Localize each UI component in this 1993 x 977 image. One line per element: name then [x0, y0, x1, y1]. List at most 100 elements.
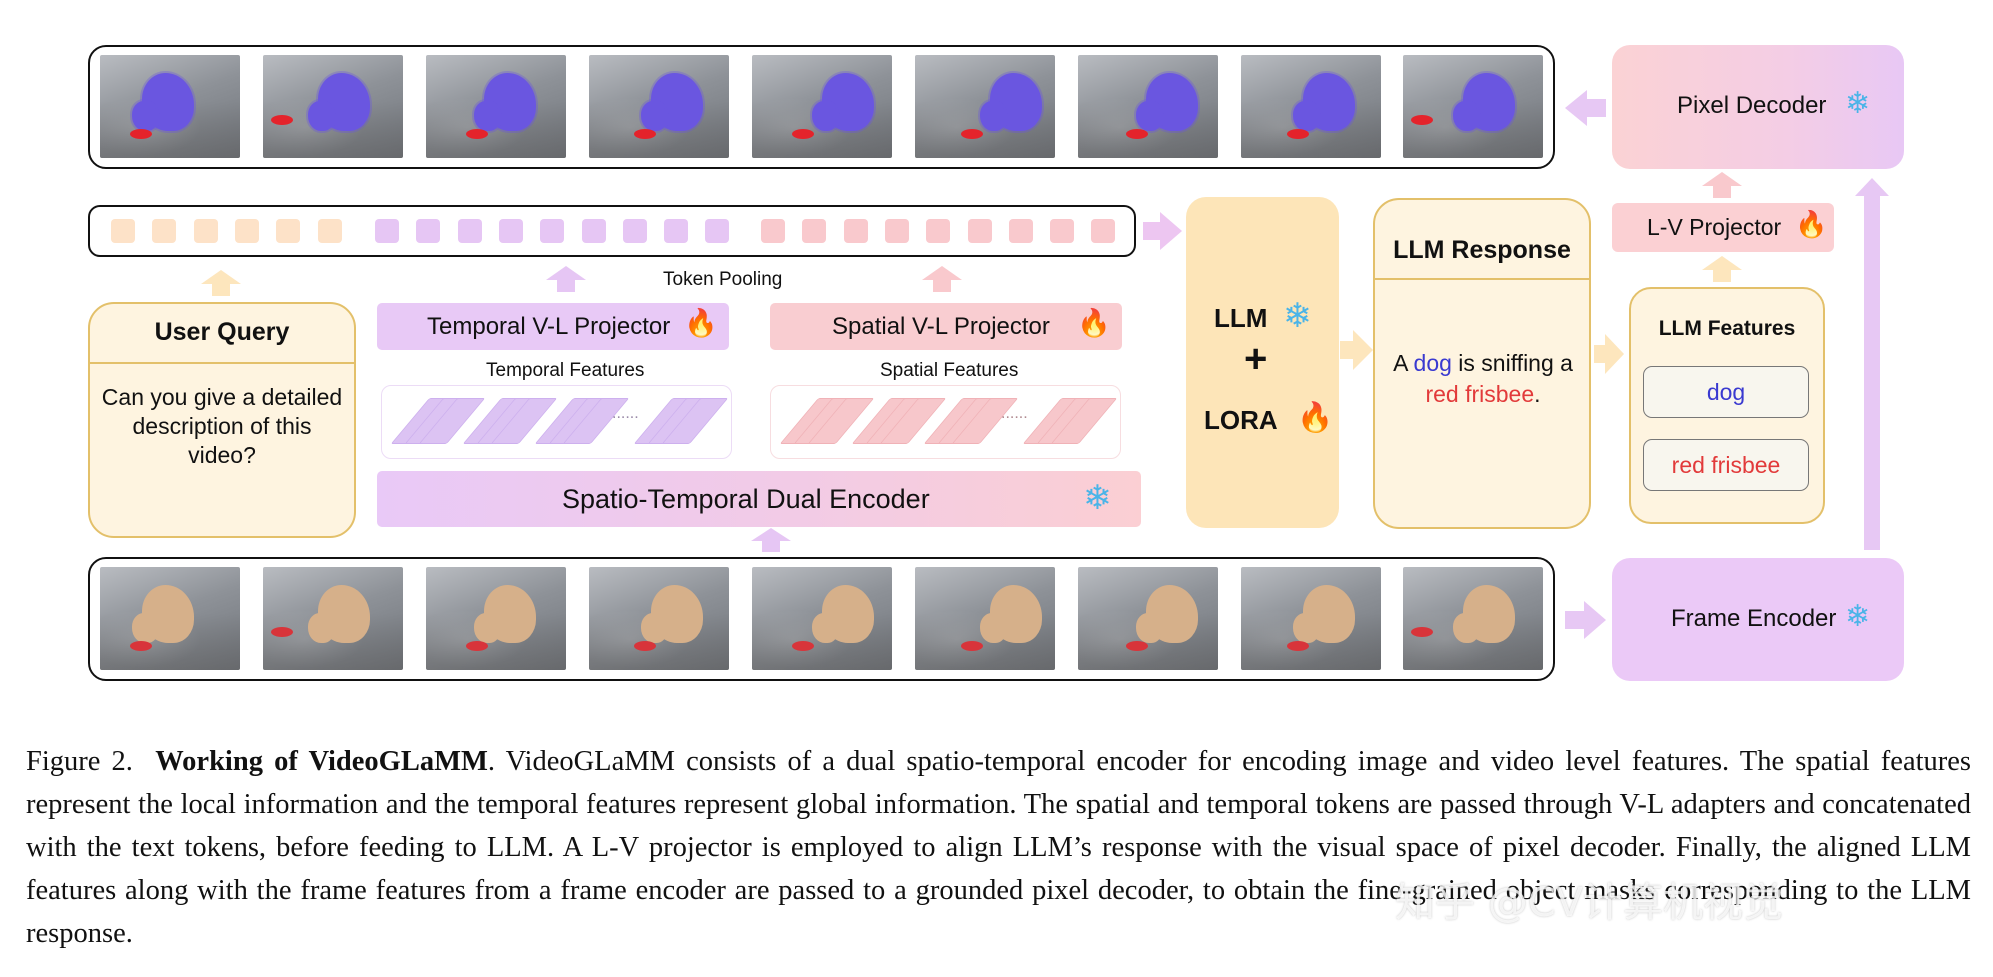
- spatial-projector-label: Spatial V-L Projector: [832, 313, 1050, 340]
- feature-frisbee-label: red frisbee: [1671, 452, 1781, 478]
- llm-response-box: [1373, 198, 1591, 529]
- arrow-spatial-to-tokens: [922, 266, 962, 280]
- frisbee: [634, 129, 656, 139]
- arrow-llm-to-response-shaft: [1340, 341, 1354, 359]
- llm-plus: +: [1244, 337, 1268, 381]
- snowflake-icon: ❄: [1083, 478, 1112, 518]
- dog: [474, 613, 500, 643]
- response-end: .: [1534, 381, 1541, 407]
- arrow-decoder-to-output: [1565, 90, 1587, 126]
- spatial-token: [843, 219, 868, 243]
- text-token: [317, 219, 342, 243]
- dual-encoder-block: [377, 471, 1141, 527]
- caption-text: . VideoGLaMM consists of a dual spatio-t…: [26, 746, 1971, 949]
- dog: [1136, 613, 1162, 643]
- arrow-features-to-lv: [1702, 256, 1742, 270]
- frame-encoder-block: [1612, 558, 1904, 681]
- dog-mask: [1136, 101, 1162, 131]
- dog-mask: [812, 101, 838, 131]
- arrow-tokens-to-llm: [1160, 212, 1182, 250]
- arrow-query-to-tokens: [201, 270, 241, 284]
- input-frame: [915, 567, 1055, 670]
- frisbee: [466, 129, 488, 139]
- lora-label: LORA: [1204, 405, 1278, 435]
- fire-icon: 🔥: [684, 308, 718, 339]
- feature-dog-chip: [1643, 366, 1809, 418]
- output-frame: [915, 55, 1055, 158]
- arrow-input-to-frame-encoder: [1584, 601, 1606, 639]
- frisbee: [1126, 641, 1148, 651]
- frisbee: [466, 641, 488, 651]
- fire-icon: 🔥: [1795, 210, 1828, 240]
- output-frame: [263, 55, 403, 158]
- temporal-token: [416, 219, 441, 243]
- spatial-token: [967, 219, 992, 243]
- frisbee: [1287, 641, 1309, 651]
- llm-response-title: LLM Response: [1393, 236, 1571, 264]
- output-frame: [100, 55, 240, 158]
- dog-mask: [132, 101, 158, 131]
- arrow-spatial-to-tokens-shaft: [933, 280, 951, 292]
- temporal-token: [581, 219, 606, 243]
- pixel-decoder-label: Pixel Decoder: [1677, 92, 1827, 119]
- frisbee: [1287, 129, 1309, 139]
- arrow-query-to-tokens-shaft: [212, 284, 230, 296]
- dog-mask: [474, 101, 500, 131]
- text-token: [276, 219, 301, 243]
- temporal-ellipsis: ......: [612, 405, 639, 422]
- arrow-input-to-encoder: [751, 528, 791, 541]
- input-frame: [589, 567, 729, 670]
- user-query-divider: [89, 362, 355, 364]
- user-query-title: User Query: [154, 318, 290, 346]
- frisbee: [792, 641, 814, 651]
- dog: [308, 613, 334, 643]
- user-query-box: [88, 302, 356, 538]
- input-frame: [752, 567, 892, 670]
- temporal-token: [705, 219, 730, 243]
- arrow-encoder-to-decoder: [1855, 178, 1889, 196]
- arrow-temporal-to-tokens: [546, 266, 586, 280]
- lv-projector-label: L-V Projector: [1647, 214, 1782, 240]
- spatial-token: [926, 219, 951, 243]
- dog: [812, 613, 838, 643]
- dog-mask: [1453, 101, 1479, 131]
- response-frisbee: red frisbee: [1425, 381, 1535, 407]
- dog-mask: [1293, 101, 1319, 131]
- dog: [641, 613, 667, 643]
- dog: [132, 613, 158, 643]
- output-frame: [589, 55, 729, 158]
- output-frame: [426, 55, 566, 158]
- fire-icon: 🔥: [1297, 400, 1334, 434]
- response-a: A: [1393, 350, 1408, 376]
- token-strip: [88, 205, 1136, 257]
- frisbee: [961, 641, 983, 651]
- dog: [1293, 613, 1319, 643]
- arrow-lv-to-decoder: [1702, 172, 1742, 186]
- temporal-token: [498, 219, 523, 243]
- spatial-features-label: Spatial Features: [880, 360, 1019, 381]
- temporal-token: [622, 219, 647, 243]
- figure-caption: Figure 2. Working of VideoGLaMM. VideoGL…: [26, 740, 1971, 955]
- dog: [980, 613, 1006, 643]
- temporal-projector-block: [377, 303, 729, 350]
- input-frame: [1241, 567, 1381, 670]
- llm-features-title: LLM Features: [1658, 317, 1796, 340]
- arrow-llm-to-response: [1353, 330, 1373, 370]
- input-frame: [1403, 567, 1543, 670]
- dog-mask: [980, 101, 1006, 131]
- spatial-token: [884, 219, 909, 243]
- spatial-token: [761, 219, 785, 243]
- temporal-token: [457, 219, 482, 243]
- frisbee: [792, 129, 814, 139]
- temporal-token: [664, 219, 689, 243]
- llm-response-text: A dog is sniffing a red frisbee.: [1378, 348, 1588, 410]
- arrow-response-to-features: [1605, 334, 1624, 374]
- caption-label: Figure 2.: [26, 746, 133, 777]
- temporal-projector-label: Temporal V-L Projector: [427, 313, 671, 340]
- input-frame: [263, 567, 403, 670]
- frisbee: [130, 641, 152, 651]
- text-token: [193, 219, 218, 243]
- text-token: [152, 219, 177, 243]
- frisbee: [271, 627, 293, 637]
- arrow-lv-to-decoder-shaft: [1713, 186, 1731, 198]
